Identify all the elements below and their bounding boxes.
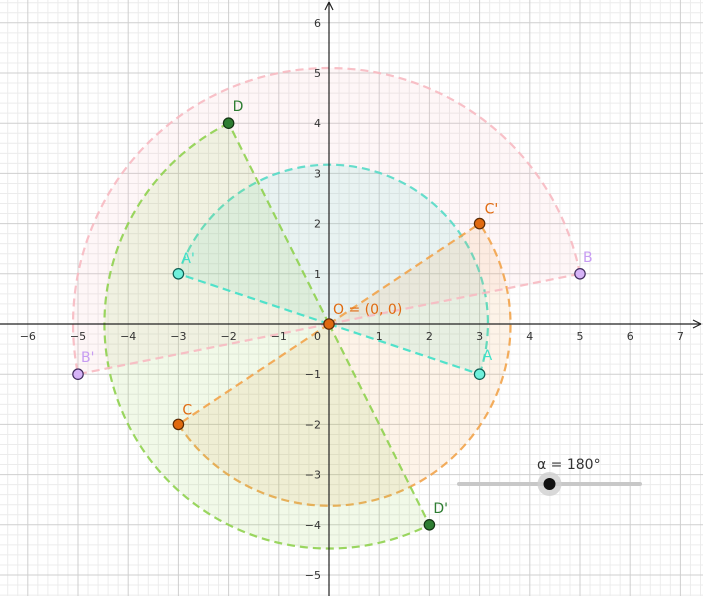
- sector-arc-pink: [71, 66, 582, 375]
- x-tick-label: 2: [426, 330, 433, 343]
- ray-A: [328, 322, 480, 376]
- ray-A': [178, 272, 330, 326]
- origin-label: O = (0, 0): [333, 302, 402, 318]
- point-A-prime[interactable]: [172, 267, 185, 280]
- x-tick-label: −6: [20, 330, 36, 343]
- point-label-C: C: [182, 402, 192, 418]
- point-origin[interactable]: [323, 318, 335, 330]
- sector-arc-orange: [177, 222, 512, 507]
- slider-label: α = 180°: [537, 457, 601, 473]
- ray-D': [328, 323, 431, 526]
- point-D[interactable]: [222, 117, 235, 129]
- y-axis-arrow: [324, 1, 334, 11]
- slider-handle[interactable]: [543, 478, 556, 490]
- point-label-C-prime: C': [485, 202, 499, 218]
- origin-tick-label: 0: [314, 330, 321, 343]
- rotation-sectors: [71, 66, 582, 550]
- sector-green: [104, 123, 430, 549]
- x-tick-label: 4: [526, 330, 533, 343]
- point-label-B: B: [583, 250, 593, 266]
- ray-D: [227, 122, 330, 325]
- point-label-D-prime: D': [433, 501, 448, 517]
- rotation-rays: [77, 122, 581, 526]
- x-tick-label: −3: [170, 330, 186, 343]
- point-C[interactable]: [172, 418, 185, 431]
- point-label-D: D: [233, 99, 244, 115]
- y-tick-label: −2: [305, 418, 321, 431]
- point-label-A-prime: A': [181, 251, 194, 267]
- angle-slider[interactable]: α = 180°: [457, 457, 642, 496]
- x-axis-arrow: [692, 319, 702, 329]
- y-tick-label: 6: [314, 17, 321, 30]
- y-tick-label: 3: [314, 167, 321, 180]
- x-tick-label: −2: [220, 330, 236, 343]
- point-B-prime[interactable]: [72, 368, 84, 380]
- y-tick-label: −3: [305, 469, 321, 482]
- ray-B': [77, 322, 330, 376]
- x-tick-label: 5: [577, 330, 584, 343]
- sector-arc-cyan: [177, 163, 489, 375]
- sector-arc-green: [103, 122, 430, 550]
- points[interactable]: A A' B B' C C' D D' O = (0, 0): [72, 99, 593, 531]
- point-label-B-prime: B': [81, 350, 94, 366]
- sector-orange: [178, 223, 511, 506]
- y-tick-label: 2: [314, 218, 321, 231]
- ray-C: [177, 323, 330, 426]
- sector-cyan: [178, 164, 488, 375]
- point-B[interactable]: [574, 267, 586, 280]
- y-tick-label: 4: [314, 117, 321, 130]
- ray-B: [328, 272, 581, 326]
- point-D-prime[interactable]: [423, 518, 436, 531]
- ray-C': [328, 222, 481, 325]
- x-tick-label: 3: [476, 330, 483, 343]
- point-label-A: A: [483, 348, 493, 364]
- x-tick-label: −5: [70, 330, 86, 343]
- y-tick-label: −4: [305, 519, 321, 532]
- sector-pink: [73, 68, 581, 375]
- x-tick-label: 6: [627, 330, 634, 343]
- x-tick-label: 7: [677, 330, 684, 343]
- tick-labels: −6 −5 −4 −3 −2 −1 1 2 3 4 5 6 7 6 5 4 3 2 1 −1 −2 −3 −4 −5 0: [20, 17, 684, 582]
- y-tick-label: −5: [305, 569, 321, 582]
- x-tick-label: 1: [376, 330, 383, 343]
- x-tick-label: −4: [120, 330, 136, 343]
- y-tick-label: 1: [314, 268, 321, 281]
- point-C-prime[interactable]: [473, 217, 486, 230]
- point-A[interactable]: [473, 368, 486, 380]
- y-tick-label: −1: [305, 368, 321, 381]
- x-tick-label: −1: [271, 330, 287, 343]
- y-tick-label: 5: [314, 67, 321, 80]
